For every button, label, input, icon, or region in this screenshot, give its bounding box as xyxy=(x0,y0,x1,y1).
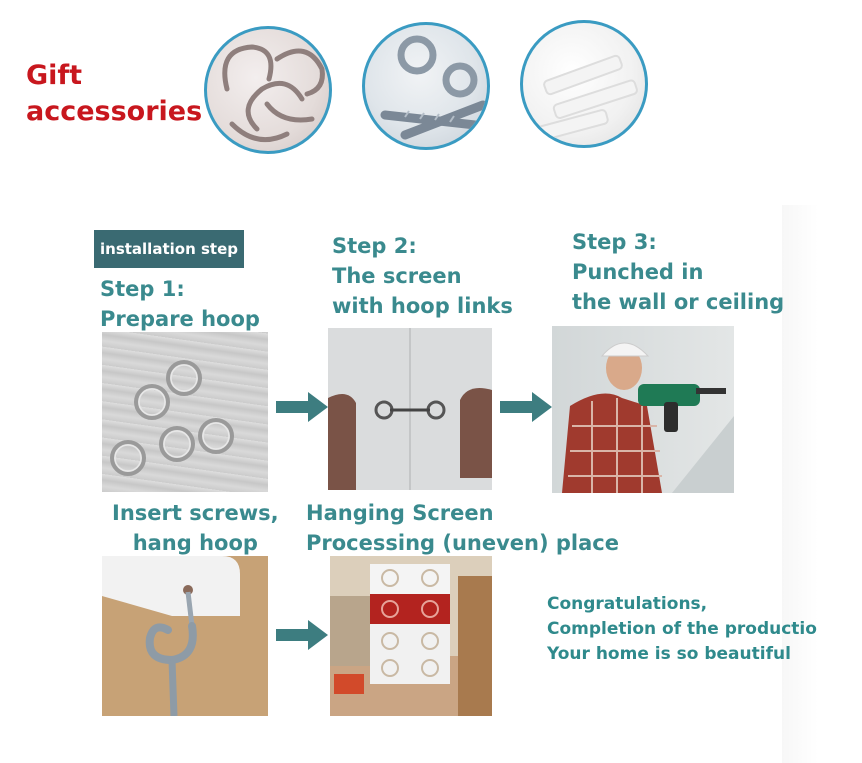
congrats-line1: Congratulations, xyxy=(547,594,708,614)
step1-line1: Step 1: xyxy=(100,277,185,301)
hoops-photo xyxy=(102,332,268,492)
gift-title-line1: Gift xyxy=(26,60,83,91)
screw-hook-photo xyxy=(102,556,268,716)
installation-step-header: installation step xyxy=(94,230,244,268)
worker-drilling-photo xyxy=(552,326,734,493)
congrats-line2: Completion of the productio xyxy=(547,619,817,639)
step2-line3: with hoop links xyxy=(332,294,513,318)
congrats-line3: Your home is so beautiful xyxy=(547,644,791,664)
step1-label: Step 1: Prepare hoop xyxy=(100,274,260,334)
step1-line2: Prepare hoop xyxy=(100,307,260,331)
step4-line1: Insert screws, xyxy=(112,501,279,525)
congratulations-text: Congratulations, Completion of the produ… xyxy=(547,592,817,667)
hanging-screen-room-photo xyxy=(330,556,492,716)
step3-line3: the wall or ceiling xyxy=(572,290,785,314)
screen-hoop-links-photo xyxy=(328,328,492,490)
split-rings-photo xyxy=(204,26,332,154)
step5-label: Hanging Screen Processing (uneven) place xyxy=(306,498,619,558)
wall-anchors-photo xyxy=(520,20,648,148)
right-edge-shade xyxy=(782,205,818,763)
gift-title-line2: accessories xyxy=(26,96,203,127)
eye-screws-photo xyxy=(362,22,490,150)
step3-line1: Step 3: xyxy=(572,230,657,254)
step4-label: Insert screws, hang hoop xyxy=(112,498,279,558)
step3-label: Step 3: Punched in the wall or ceiling xyxy=(572,227,784,317)
step5-line2: Processing (uneven) place xyxy=(306,531,619,555)
step2-line1: Step 2: xyxy=(332,234,417,258)
right-arrow-icon xyxy=(500,392,552,422)
step4-line2: hang hoop xyxy=(132,531,258,555)
step3-line2: Punched in xyxy=(572,260,704,284)
right-arrow-icon xyxy=(276,620,328,650)
step5-line1: Hanging Screen xyxy=(306,501,494,525)
gift-accessories-title: Gift accessories xyxy=(26,58,202,130)
step2-line2: The screen xyxy=(332,264,462,288)
step2-label: Step 2: The screen with hoop links xyxy=(332,231,513,321)
right-arrow-icon xyxy=(276,392,328,422)
